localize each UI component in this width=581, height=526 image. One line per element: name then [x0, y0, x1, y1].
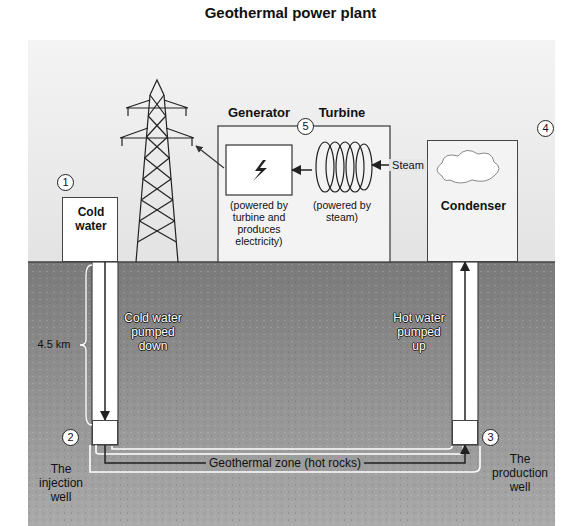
depth-bracket: [80, 265, 92, 425]
pylon: [120, 128, 194, 138]
pylon-brace: [150, 95, 166, 116]
diagram-title: Geothermal power plant: [0, 4, 581, 21]
part-heading: Turbine: [307, 106, 377, 121]
condenser-housing: [427, 140, 518, 262]
flow-note: Cold water pumped down: [124, 312, 182, 353]
ground: [28, 262, 555, 526]
turbine-coil: [316, 142, 372, 192]
well-bottom: The injection well: [92, 420, 118, 445]
steam-cloud: [437, 150, 499, 183]
generator-symbol: [226, 145, 292, 195]
edge-label: Geothermal zone (hot rocks): [206, 456, 364, 470]
turbine-coil: [316, 142, 334, 192]
pylon-brace: [141, 200, 174, 221]
callout-number: 1: [57, 174, 74, 191]
generator-symbol: [253, 160, 267, 181]
part-heading: Generator: [221, 106, 297, 121]
flow-note: Hot water pumped up: [390, 312, 448, 353]
pylon-brace: [146, 116, 165, 137]
pylon: [185, 108, 186, 116]
condenser-box: Condenser: [427, 140, 518, 262]
turbine-coil: [336, 142, 354, 192]
sky-background: [28, 40, 555, 262]
depth-bracket: [80, 265, 92, 425]
pylon-brace: [139, 221, 176, 242]
pylon-brace: [138, 221, 175, 242]
generator-box: Generator(powered by turbine and produce…: [226, 145, 292, 195]
box-label: Cold water: [63, 206, 119, 234]
pylon-brace: [143, 179, 173, 200]
power-wire: [196, 146, 224, 168]
cold-water-tank: [62, 197, 118, 262]
pylon: [150, 80, 164, 95]
pylon: [121, 138, 122, 146]
edge-label: Steam: [389, 159, 427, 171]
flow-arrow: [104, 262, 106, 420]
turbine-coil: [346, 142, 364, 192]
callout-number: 4: [537, 120, 554, 137]
steam-cloud: [437, 150, 499, 183]
ground: [28, 262, 555, 526]
ground: [28, 262, 555, 526]
pylon-brace: [139, 200, 172, 221]
power-wire: [196, 146, 224, 168]
cold-water-tank: [62, 197, 118, 262]
generator-symbol: [226, 145, 292, 195]
pylon-brace: [145, 137, 168, 158]
callout-number: 5: [297, 118, 314, 135]
pylon-brace: [141, 179, 171, 200]
well-label: The injection well: [29, 463, 93, 504]
box-label: Condenser: [428, 199, 519, 213]
pylon-brace: [145, 158, 171, 179]
production-pipe: [452, 262, 478, 445]
hot-rock-flow-lines: [96, 445, 463, 454]
well-label: The production well: [487, 453, 553, 494]
power-house: [218, 126, 390, 262]
hot-rock-flow-lines: [90, 445, 480, 472]
injection-pipe: [92, 262, 118, 445]
hot-rock-flow-lines: [112, 446, 452, 449]
tank-box: Cold water: [62, 197, 118, 262]
sky-background: [28, 40, 555, 262]
part-note: (powered by steam): [300, 199, 384, 223]
pylon: [127, 108, 128, 116]
pylon-brace: [148, 116, 167, 137]
turbine-coil: [356, 144, 372, 190]
power-house: [218, 126, 390, 262]
dimension-label: 4.5 km: [30, 338, 78, 351]
turbine-box: Turbine(powered by steam): [312, 140, 372, 195]
callout-number: 2: [62, 429, 79, 446]
injection-pipe: [92, 262, 118, 445]
pylon: [191, 138, 192, 146]
pylon-brace: [146, 137, 169, 158]
hot-rock-flow-lines: [90, 445, 480, 472]
condenser-housing: [427, 140, 518, 262]
flow-arrow: [292, 169, 312, 171]
pylon-brace: [148, 95, 164, 116]
well-bottom: The production well: [452, 420, 478, 445]
production-pipe: [452, 262, 478, 445]
part-note: (powered by turbine and produces electri…: [218, 199, 300, 247]
pylon: [120, 80, 194, 262]
turbine-coil: [326, 142, 344, 192]
flow-arrow: [464, 262, 466, 420]
pylon-brace: [143, 158, 169, 179]
callout-number: 3: [482, 429, 499, 446]
